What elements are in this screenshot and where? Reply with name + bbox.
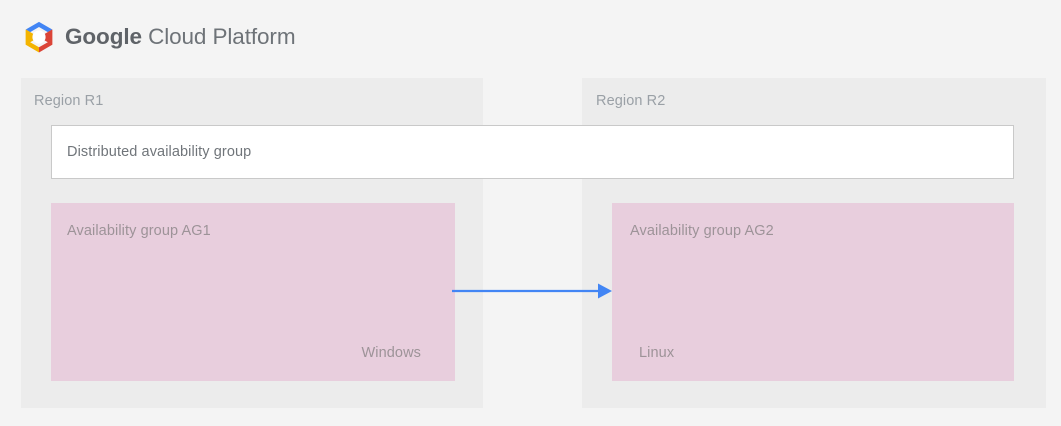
brand-name-bold: Google: [65, 23, 142, 49]
availability-group-box-ag2: Availability group AG2 Linux: [612, 203, 1014, 381]
brand-name-light: Cloud Platform: [148, 23, 296, 49]
region-label-r1: Region R1: [34, 93, 104, 109]
google-cloud-platform-logo-icon: [25, 21, 53, 53]
os-label-linux: Linux: [639, 345, 675, 361]
replication-arrow-icon: [452, 283, 612, 299]
distributed-availability-group-box: Distributed availability group: [51, 125, 1014, 179]
availability-group-box-ag1: Availability group AG1 Windows: [51, 203, 455, 381]
availability-group-title-ag2: Availability group AG2: [630, 223, 774, 239]
page-header: Google Cloud Platform: [0, 0, 1061, 78]
distributed-availability-group-label: Distributed availability group: [67, 144, 252, 160]
brand-wordmark: Google Cloud Platform: [65, 23, 296, 49]
os-label-windows: Windows: [361, 345, 421, 361]
region-label-r2: Region R2: [596, 93, 666, 109]
brand-lockup: Google Cloud Platform: [24, 20, 296, 54]
availability-group-title-ag1: Availability group AG1: [67, 223, 211, 239]
